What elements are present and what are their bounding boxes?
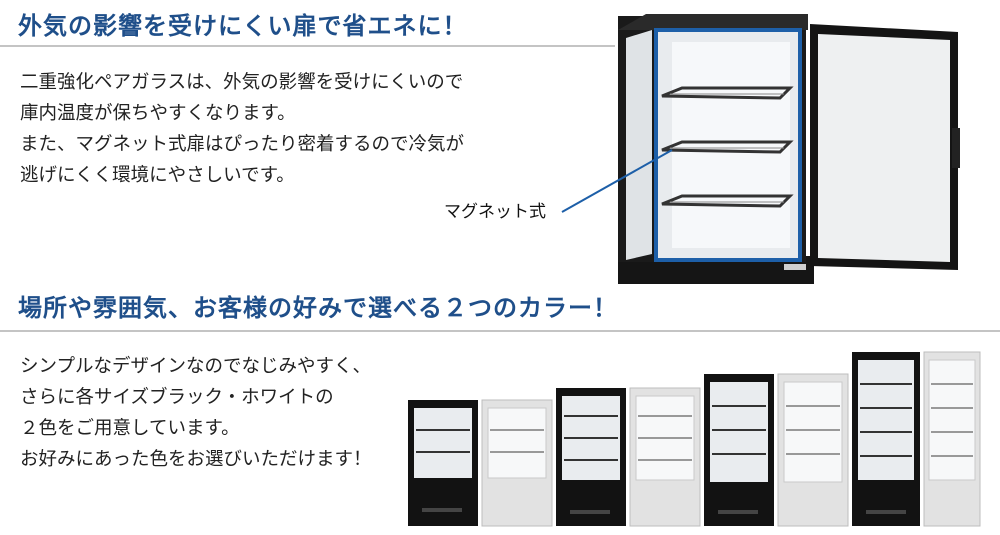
brand-plate (784, 264, 806, 270)
section2-line-3: ２色をご用意しています。 (20, 418, 240, 439)
black-unit-3 (704, 374, 774, 526)
shelf-1 (661, 86, 794, 100)
open-door-showcase-image (618, 14, 960, 284)
magnet-frame-highlight (654, 28, 802, 262)
shelf-2 (661, 140, 794, 154)
black-unit-4 (852, 352, 920, 526)
section1-line-3: また、マグネット式扉はぴったり密着するので冷気が (20, 134, 465, 155)
door-handle (952, 128, 960, 168)
magnet-callout-label: マグネット式 (444, 202, 546, 222)
section1-divider (0, 45, 615, 47)
white-unit-2 (629, 387, 701, 527)
section1-line-4: 逃げにくく環境にやさしいです。 (20, 165, 295, 186)
side-glass (626, 30, 652, 260)
section2-line-2: さらに各サイズブラック・ホワイトの (20, 387, 334, 408)
section2-body: シンプルなデザインなのでなじみやすく、 さらに各サイズブラック・ホワイトの ２色… (20, 351, 372, 475)
fridge-top (618, 14, 808, 30)
black-unit-1 (408, 400, 478, 526)
section1-line-1: 二重強化ペアガラスは、外気の影響を受けにくいので (20, 72, 464, 93)
white-unit-3 (777, 373, 849, 527)
white-unit-1 (481, 399, 553, 527)
product-lineup-image (408, 351, 981, 527)
section2-heading: 場所や雰囲気、お客様の好みで選べる２つのカラー！ (18, 294, 618, 322)
shelf-3 (661, 194, 794, 208)
section2-line-1: シンプルなデザインなのでなじみやすく、 (20, 356, 371, 377)
section1-line-2: 庫内温度が保ちやすくなります。 (20, 103, 296, 124)
section2-line-4: お好みにあった色をお選びいただけます！ (20, 449, 372, 470)
black-unit-2 (556, 388, 626, 526)
open-door-glass (818, 34, 950, 262)
callout-line (561, 149, 673, 213)
section1-body: 二重強化ペアガラスは、外気の影響を受けにくいので 庫内温度が保ちやすくなります。… (20, 67, 464, 191)
section1-heading: 外気の影響を受けにくい扉で省エネに！ (18, 12, 468, 40)
white-unit-4 (923, 351, 981, 527)
section2-divider (0, 330, 1000, 332)
shelves (661, 86, 794, 208)
